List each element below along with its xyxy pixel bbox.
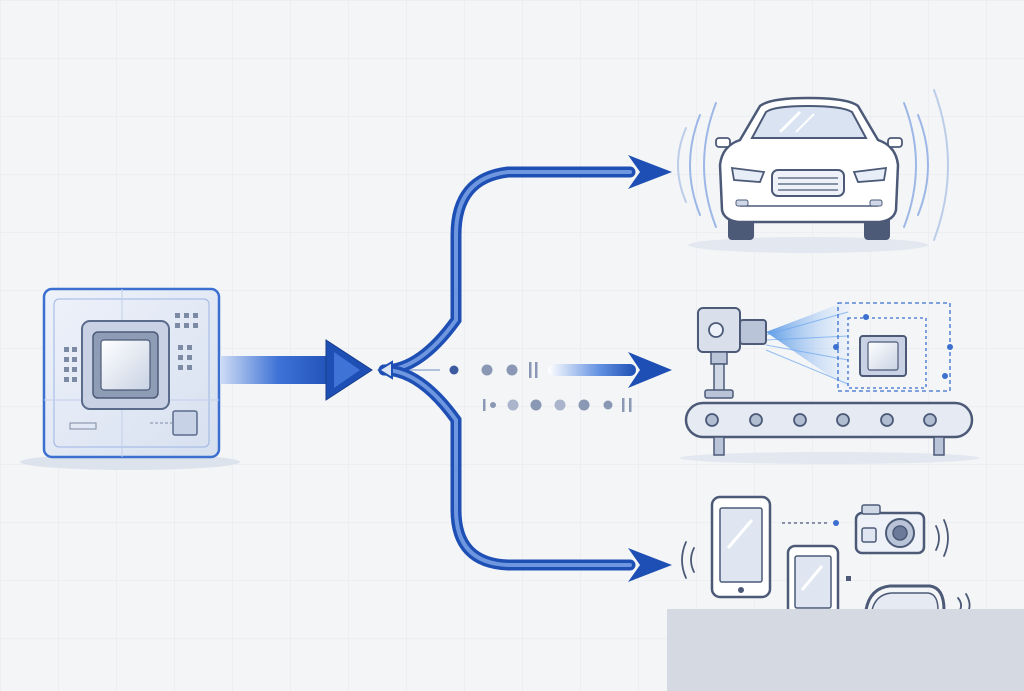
action-camera-icon — [854, 504, 926, 555]
devices-icon — [681, 495, 971, 618]
input-arrow — [220, 339, 373, 401]
branch-splitter — [377, 166, 636, 571]
overlay-panel — [667, 609, 1024, 691]
branch-arrow-top — [628, 155, 672, 189]
branch-arrow-middle — [548, 352, 672, 388]
conveyor-camera-icon — [680, 300, 980, 464]
car-icon — [677, 89, 949, 253]
branch-arrow-bottom — [628, 548, 672, 582]
data-signal-dots — [410, 362, 632, 412]
processor-chip-icon — [20, 287, 240, 470]
